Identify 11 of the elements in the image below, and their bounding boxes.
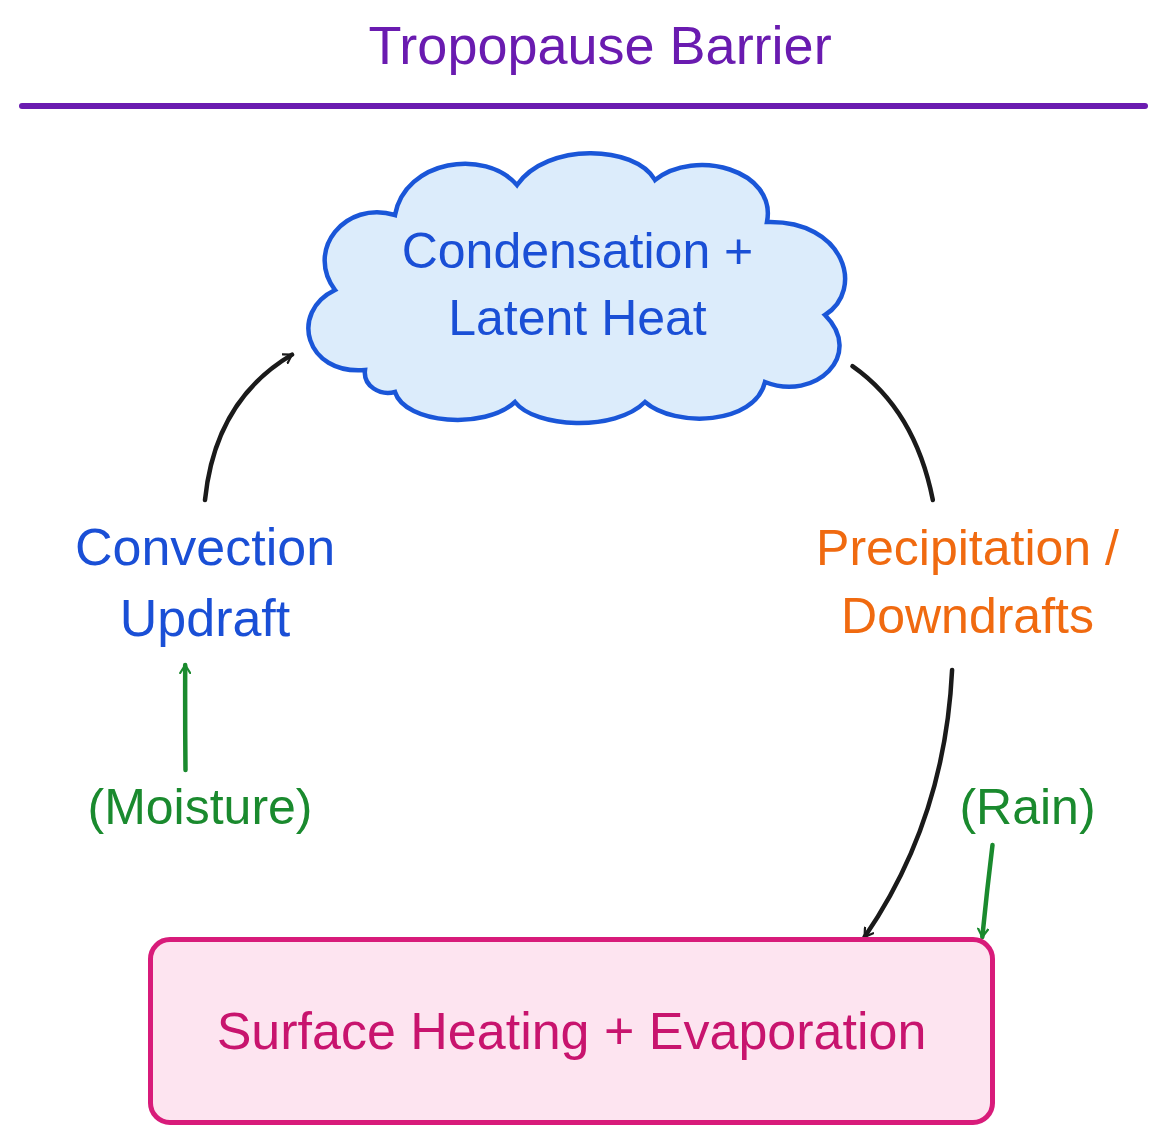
node-text: Convection Updraft: [73, 517, 337, 649]
node-text: Condensation + Latent Heat: [400, 221, 755, 348]
node-text: (Moisture): [87, 777, 313, 837]
node-text: Surface Heating + Evaporation: [216, 1000, 927, 1062]
process-box: [148, 937, 995, 1125]
node-text: (Rain): [959, 777, 1096, 837]
diagram-title: Tropopause Barrier: [367, 14, 833, 77]
arrow: [977, 842, 995, 940]
node-text: Precipitation / Downdrafts: [815, 519, 1120, 646]
arrow: [202, 352, 295, 503]
arrow: [179, 662, 192, 773]
